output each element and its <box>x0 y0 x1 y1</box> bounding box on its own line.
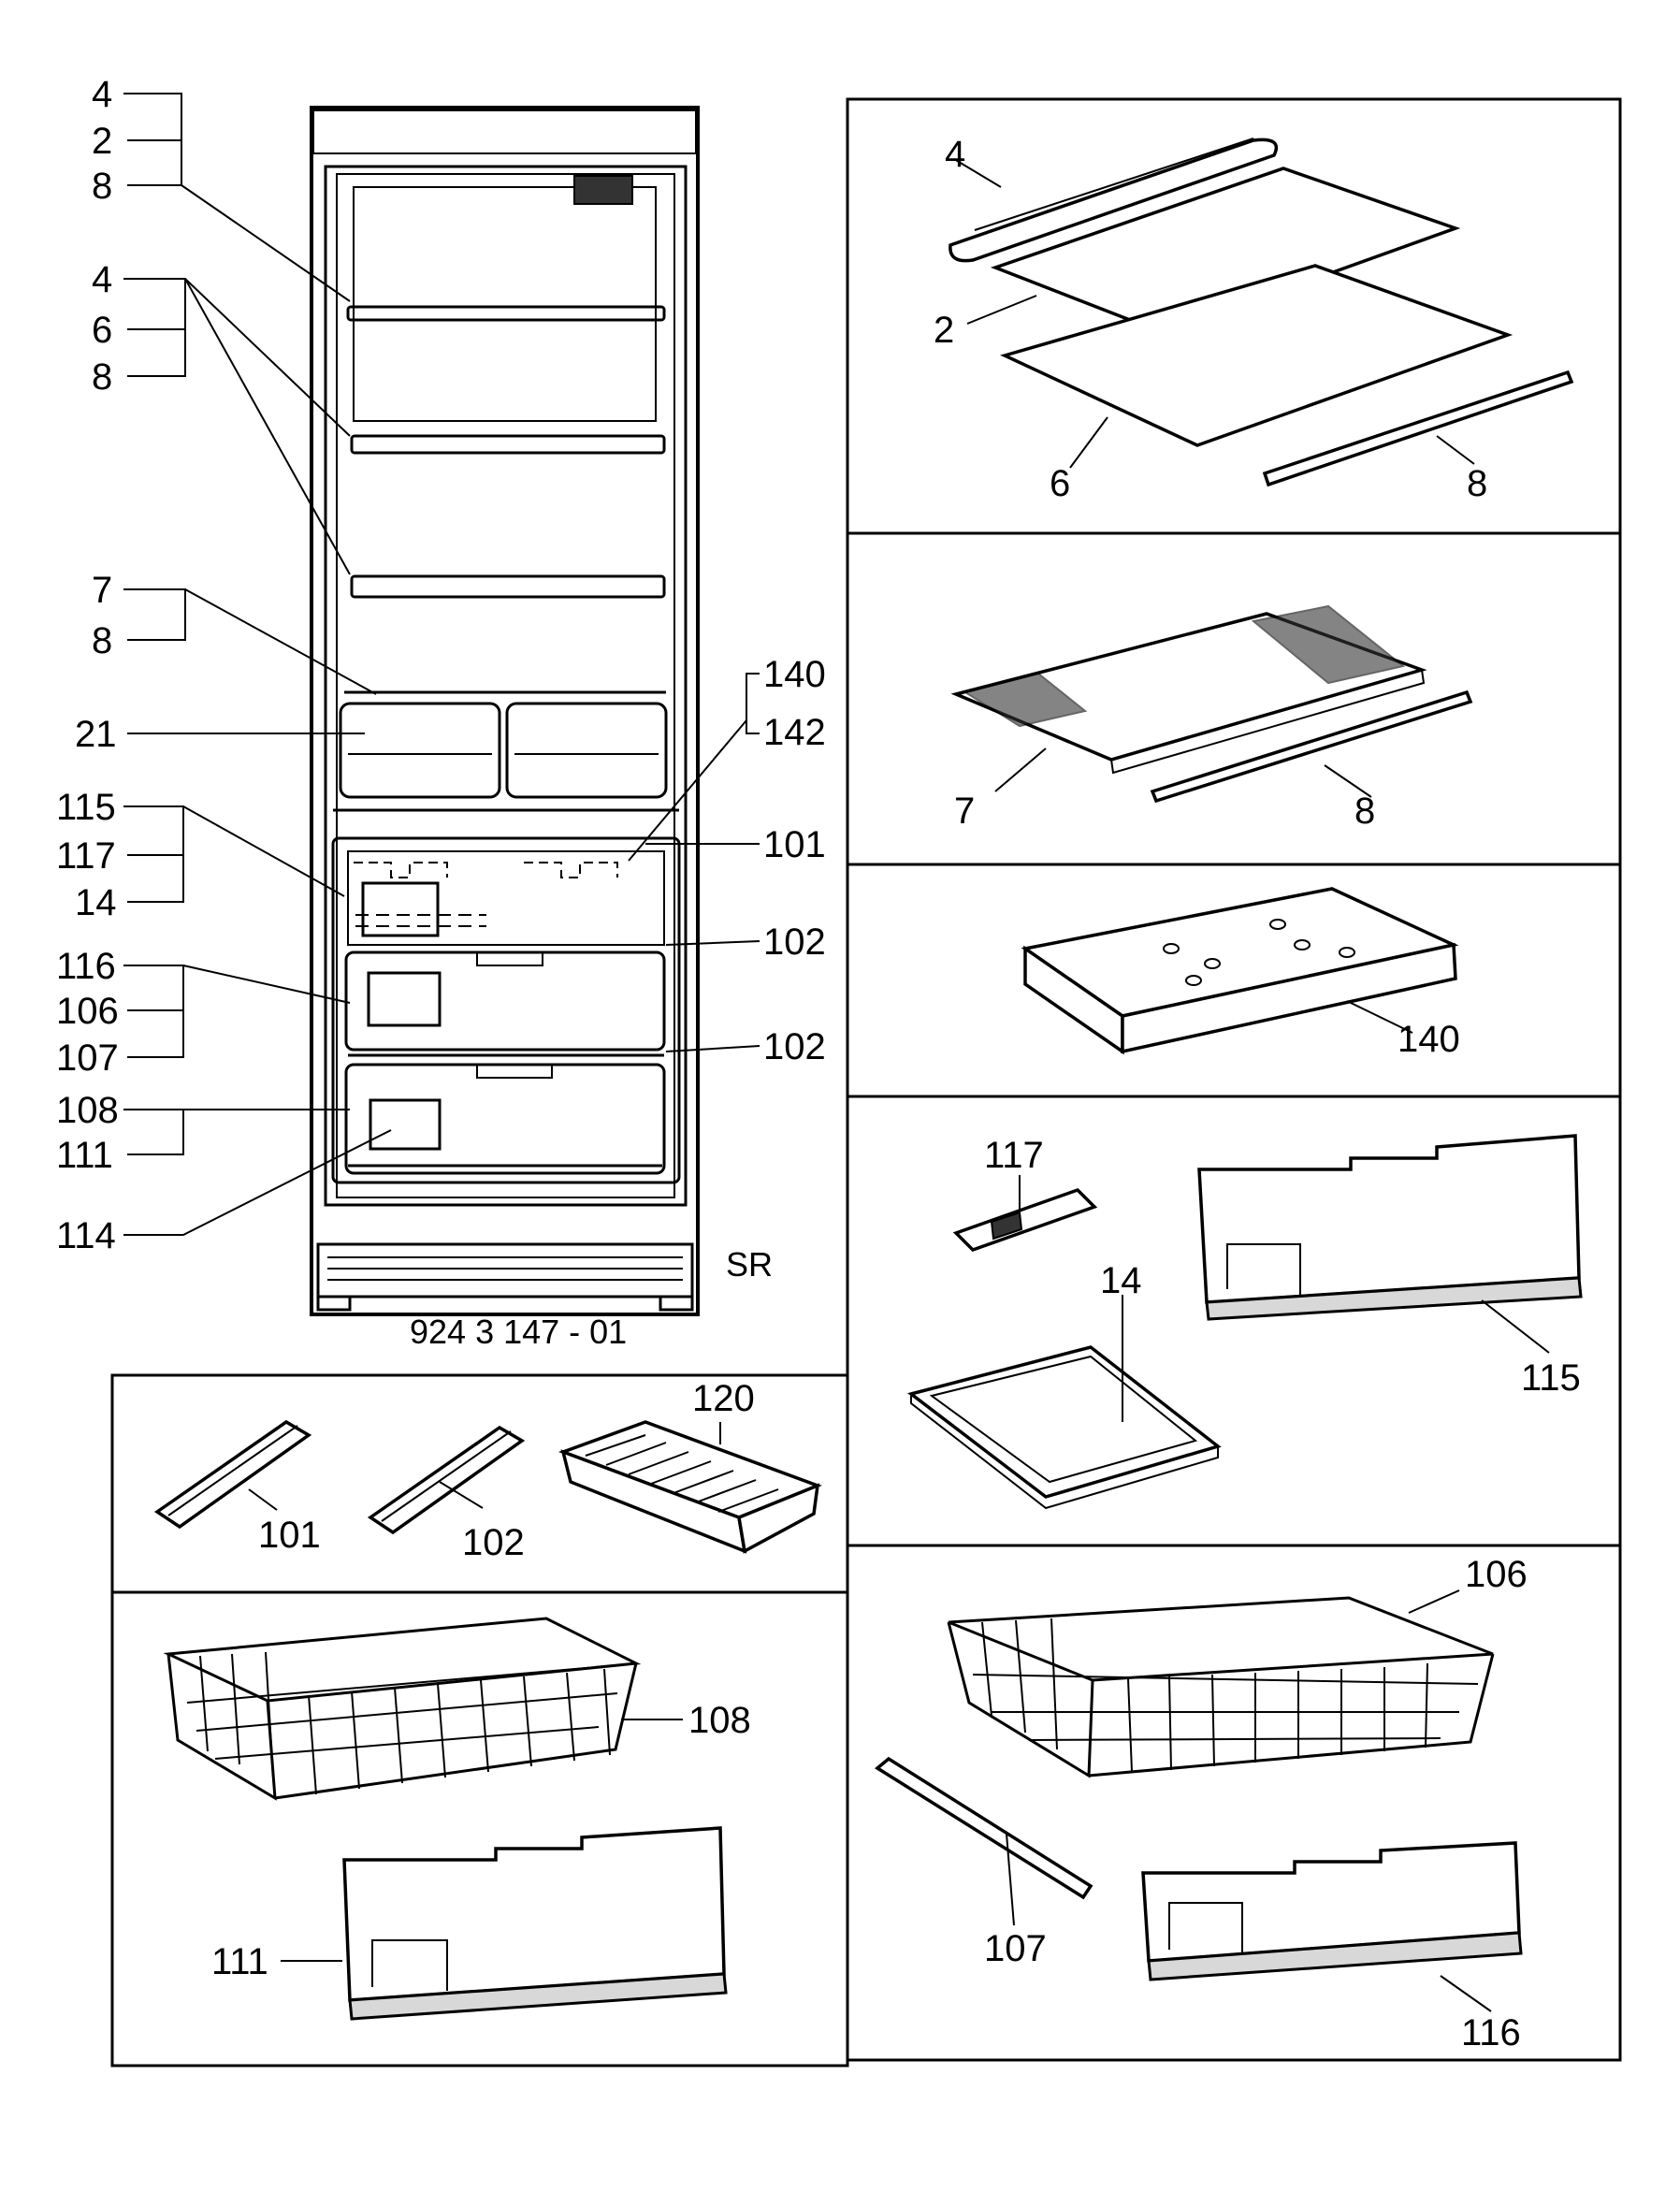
variant-code: SR <box>726 1245 773 1284</box>
model-code: 924 3 147 - 01 <box>410 1313 627 1351</box>
label-2a: 2 <box>92 121 112 162</box>
label-21: 21 <box>75 714 117 755</box>
gs-label-2: 2 <box>934 310 954 351</box>
cp-label-140: 140 <box>1398 1019 1460 1060</box>
cc-label-8: 8 <box>1354 791 1375 832</box>
fp-label-117: 117 <box>984 1135 1044 1176</box>
label-115: 115 <box>56 787 116 828</box>
panel-basket-a: 108 111 <box>163 1617 751 2021</box>
rt-label-101: 101 <box>258 1515 321 1556</box>
label-116: 116 <box>56 946 116 987</box>
panel-freezer-parts: 117 14 115 <box>907 1134 1583 1510</box>
bb-label-107: 107 <box>984 1928 1047 1969</box>
callout-lines-left <box>123 93 392 1236</box>
callout-lines-right <box>628 673 760 1052</box>
rt-label-120: 120 <box>692 1378 755 1419</box>
label-4b: 4 <box>92 259 112 300</box>
fridge-labels: 4 2 8 4 6 8 7 8 21 115 117 14 116 106 10… <box>56 74 826 1351</box>
label-4a: 4 <box>92 74 112 115</box>
label-8c: 8 <box>92 620 112 661</box>
label-140: 140 <box>763 654 826 695</box>
panel-glass-shelf: 4 2 6 8 <box>934 134 1574 504</box>
label-102a: 102 <box>763 921 826 963</box>
label-8a: 8 <box>92 166 112 207</box>
label-111: 111 <box>56 1135 113 1176</box>
label-8b: 8 <box>92 356 112 398</box>
label-102b: 102 <box>763 1026 826 1067</box>
label-101: 101 <box>763 824 826 865</box>
label-142: 142 <box>763 712 826 753</box>
label-6b: 6 <box>92 310 112 351</box>
gs-label-6: 6 <box>1050 463 1070 504</box>
gs-label-8: 8 <box>1467 463 1487 504</box>
ba-label-111: 111 <box>211 1941 268 1982</box>
panel-frames <box>110 97 1622 2068</box>
fridge-cabinet <box>310 106 700 1316</box>
panel-basket-b: 106 107 116 <box>875 1554 1528 2053</box>
label-117: 117 <box>56 835 116 877</box>
rt-label-102: 102 <box>462 1522 525 1563</box>
fp-label-115: 115 <box>1521 1357 1581 1399</box>
panel-cold-pack: 140 <box>1021 887 1460 1060</box>
label-14: 14 <box>75 882 117 923</box>
panel-rails-tray: 101 102 120 <box>153 1378 822 1563</box>
ba-label-108: 108 <box>688 1700 751 1741</box>
panel-crisper-cover: 7 8 <box>950 604 1473 832</box>
fp-label-14: 14 <box>1100 1260 1142 1301</box>
bb-label-116: 116 <box>1461 2012 1521 2053</box>
label-114: 114 <box>56 1215 116 1256</box>
label-107: 107 <box>56 1037 119 1079</box>
gs-label-4: 4 <box>945 134 965 175</box>
label-108: 108 <box>56 1090 119 1131</box>
cc-label-7: 7 <box>954 791 975 832</box>
label-7: 7 <box>92 570 112 611</box>
label-106: 106 <box>56 991 119 1032</box>
bb-label-106: 106 <box>1465 1554 1528 1595</box>
